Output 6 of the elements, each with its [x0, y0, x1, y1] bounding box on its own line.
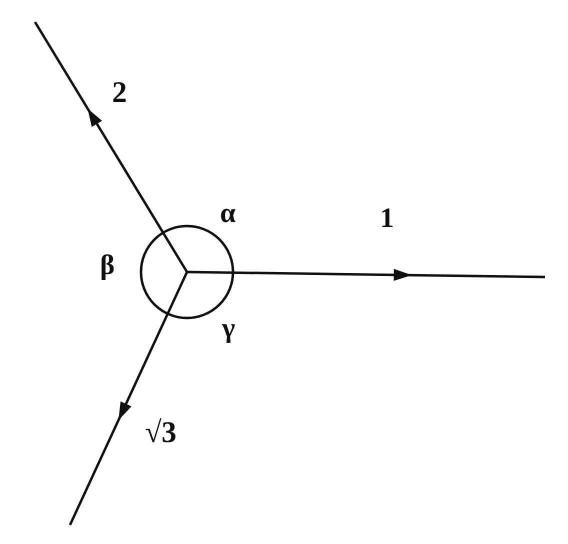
angle-label: β: [100, 252, 115, 280]
angle-label: 2: [112, 78, 127, 108]
angle-label: γ: [222, 315, 236, 343]
angle-label: 1: [380, 205, 394, 233]
angle-label: √3: [145, 418, 176, 448]
angle-label: α: [220, 200, 236, 228]
